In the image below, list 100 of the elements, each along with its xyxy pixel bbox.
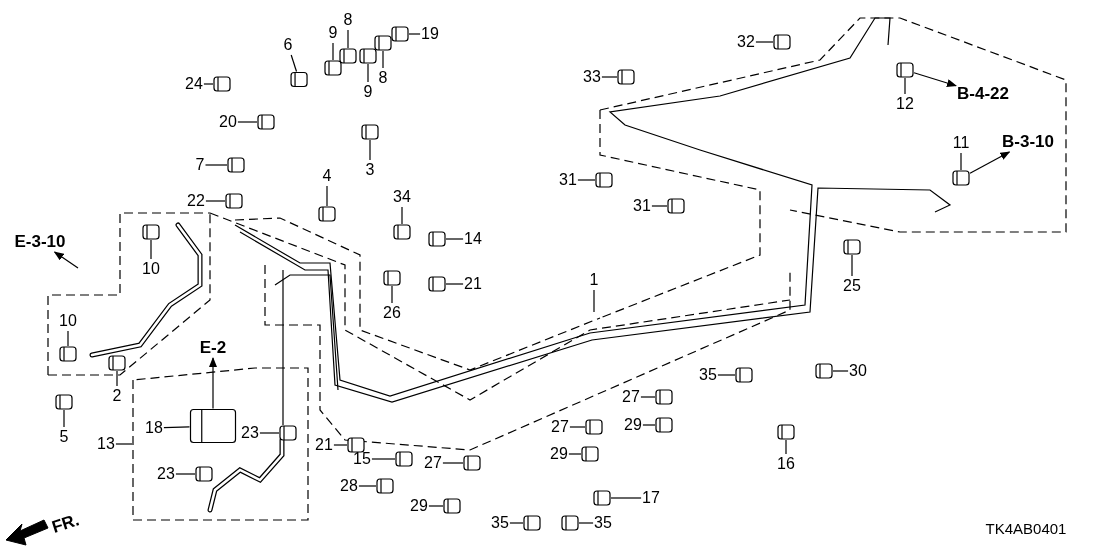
arrow [53, 251, 79, 269]
leader-line [150, 239, 152, 260]
leader-line [116, 370, 118, 387]
leader-line [408, 33, 421, 35]
callout-number: 13 [97, 435, 115, 453]
leader-line [785, 439, 787, 455]
reference-label: E-2 [199, 339, 227, 357]
callout-number: 21 [315, 436, 333, 454]
part-drawing [735, 367, 753, 383]
callout-number: 29 [624, 416, 642, 434]
callout-number: 23 [157, 465, 175, 483]
callout-number: 27 [551, 418, 569, 436]
part-drawing [896, 62, 914, 78]
reference-label: E-3-10 [14, 233, 66, 251]
part-drawing [361, 124, 379, 140]
part-drawing [777, 424, 795, 440]
callout-number: 31 [559, 171, 577, 189]
callout-number: 25 [843, 277, 861, 295]
callout-number: 21 [464, 275, 482, 293]
callout-number: 26 [383, 304, 401, 322]
callout-number: 15 [353, 450, 371, 468]
leader-line [205, 200, 226, 202]
callout-number: 34 [393, 188, 411, 206]
callout-number: 3 [365, 161, 375, 179]
callout-number: 10 [59, 312, 77, 330]
part-drawing [383, 270, 401, 286]
part-drawing [393, 224, 411, 240]
callout-number: 14 [464, 230, 482, 248]
leader-line [601, 76, 618, 78]
part-drawing [561, 515, 579, 531]
part-drawing [213, 76, 231, 92]
part-drawing [595, 172, 613, 188]
part-drawing [523, 515, 541, 531]
callout-number: 7 [195, 156, 205, 174]
leader-line [63, 409, 65, 428]
part-drawing [443, 498, 461, 514]
callout-number: 17 [642, 489, 660, 507]
leader-line [382, 50, 384, 69]
part-drawing [279, 425, 297, 441]
reference-label: B-4-22 [957, 85, 1009, 103]
leader-line [371, 458, 396, 460]
part-drawing [257, 114, 275, 130]
callout-number: 4 [322, 167, 332, 185]
leader-line [509, 522, 524, 524]
leader-line [442, 462, 464, 464]
callout-number: 8 [378, 69, 388, 87]
callout-number: 1 [589, 271, 599, 289]
part-drawing [339, 48, 357, 64]
callout-number: 35 [491, 514, 509, 532]
leader-line [445, 283, 464, 285]
part-drawing [290, 71, 308, 88]
callout-number: 9 [328, 24, 338, 42]
callout-number: 24 [185, 75, 203, 93]
callout-number: 8 [343, 11, 353, 29]
leader-line [904, 77, 906, 95]
part-drawing [428, 276, 446, 292]
part-drawing [195, 466, 213, 482]
part-drawing [347, 437, 365, 453]
leader-line [67, 330, 69, 347]
leader-line [326, 185, 328, 207]
leader-line [445, 238, 464, 240]
part-drawing [585, 419, 603, 435]
callout-number: 23 [241, 424, 259, 442]
leader-line [593, 289, 595, 313]
callout-number: 12 [896, 95, 914, 113]
part-drawing [952, 170, 970, 186]
part-drawing [318, 206, 336, 222]
leader-line [175, 473, 196, 475]
part-drawing [142, 224, 160, 240]
leader-line [333, 444, 348, 446]
direction-label: FR. [49, 510, 82, 538]
callout-number: 30 [849, 362, 867, 380]
part-drawing [59, 346, 77, 362]
callout-number: 11 [952, 134, 970, 152]
arrow [969, 151, 1011, 174]
callout-number: 16 [777, 455, 795, 473]
leader-line [569, 426, 586, 428]
part-drawing [773, 34, 791, 50]
callout-number: 31 [633, 197, 651, 215]
leader-line [577, 179, 596, 181]
callout-number: 2 [112, 387, 122, 405]
callout-number: 27 [622, 388, 640, 406]
leader-line [401, 206, 403, 225]
arrow [913, 72, 957, 87]
part-drawing [815, 363, 833, 379]
callout-number: 28 [340, 477, 358, 495]
leader-line [115, 443, 133, 445]
leader-line [755, 41, 774, 43]
part-drawing [655, 389, 673, 405]
part-drawing [581, 446, 599, 462]
leader-line [358, 485, 377, 487]
leader-line [367, 63, 369, 83]
part-drawing [428, 231, 446, 247]
leader-line [717, 374, 736, 376]
part-drawing [374, 35, 392, 51]
callout-number: 22 [187, 192, 205, 210]
leader-line [428, 505, 444, 507]
leader-line [347, 29, 349, 49]
part-drawing [655, 417, 673, 433]
callout-number: 35 [594, 514, 612, 532]
